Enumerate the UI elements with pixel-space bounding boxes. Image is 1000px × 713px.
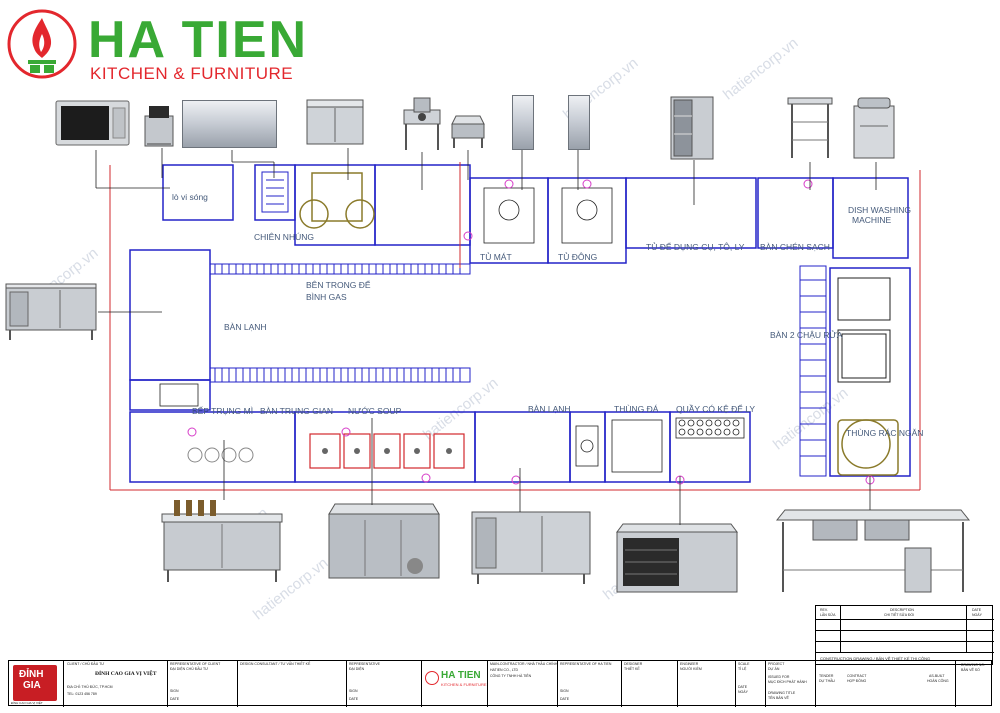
noodle-cooker-image [160,492,285,584]
client-name: ĐỈNH CAO GIA VỊ VIỆT [95,671,157,677]
soup-bain-marie-image [325,500,443,592]
upright-fridge-image [512,95,534,150]
rev-header: REV. [820,608,828,612]
cabinet-table-image [182,100,277,148]
contractor-vn: CÔNG TY TNHH HÀ TIÊN [490,674,532,678]
gas-stove-image [400,96,444,152]
issued-for-label: ISSUED FOR [768,675,790,679]
contract-vn: HỢP ĐỒNG [847,679,867,683]
date-header-vn: NGÀY [972,613,982,617]
rep-client-label: REPRESENTATIVE OF CLIENT [170,662,221,666]
contract-label: CONTRACT [847,674,867,678]
engineer-label: ENGINEER [680,662,699,666]
tender-vn: DỰ THẦU [819,679,835,683]
label-ice-bin: THÙNG ĐÁ [614,404,659,414]
as-built-label: AS-BUILT [929,674,945,678]
engineer-vn: NGƯỜI KIỂM [680,667,702,671]
rep-contractor-label: REPRESENTATIVE OF HA TIEN [560,662,612,666]
designer-vn: THIẾT KẾ [624,667,640,671]
drawing-no-vn: BẢN VẼ SỐ [961,668,980,672]
label-gas-storage-2: BÌNH GAS [306,292,347,302]
contractor-name: HATIEN CO., LTD [490,668,519,672]
rep-client-date: DATE [170,697,180,701]
label-utensil-cabinet: TỦ ĐỂ DỤNG CỤ, TÔ, LY [646,242,745,252]
contractor-logo-tagline: KITCHEN & FURNITURE [441,682,487,687]
label-freezer: TỦ ĐÔNG [558,252,598,262]
label-chiller: TỦ MÁT [480,252,512,262]
cabinet-doors-image [305,98,365,146]
label-double-sink: BÀN 2 CHẬU RỬA [770,330,843,340]
label-cold-table-left: BÀN LẠNH [224,322,267,332]
as-built-vn: HOÀN CÔNG [927,679,949,683]
construction-drawing-label: CONSTRUCTION DRAWING / BẢN VẼ THIẾT KẾ T… [820,656,931,661]
consultant-date: DATE [349,697,359,701]
label-pass-table: BÀN TRUNG GIAN [260,406,334,416]
description-header: DESCRIPTION [890,608,914,612]
consultant-rep-label: REPRESENTATIVE [349,662,380,666]
client-address: ĐỊA CHỈ: THỦ ĐỨC, TP.HCM [67,685,113,689]
fryer-image [143,104,175,148]
scale-label: SCALE [738,662,750,666]
client-logo-line-1: ĐỈNH [19,669,44,680]
rep-client-vn: ĐẠI DIỆN CHỦ ĐẦU TƯ [170,667,209,671]
label-glass-rack-counter: QUẦY CÓ KỆ ĐỂ LY [676,404,756,414]
double-sink-table-image [773,508,973,594]
drawing-title-label: DRAWING TITLE [768,691,796,695]
consultant-rep-vn: ĐẠI DIỆN [349,667,365,671]
consultant-sign: SIGN [349,689,358,693]
undercounter-chiller-image [4,282,98,344]
brand-tagline: KITCHEN & FURNITURE [90,64,294,83]
drawing-title-vn: TÊN BẢN VẼ [768,696,789,700]
rev-header-vn: LẦN SỬA [820,613,836,617]
rep-contractor-sign: SIGN [560,689,569,693]
drawing-no-label: DRAWING NO. [961,663,985,667]
brand-name: HA TIEN [88,11,309,69]
designer-label: DESIGNER [624,662,643,666]
label-noodle-cooker: BẾP TRỤNG MÌ [192,406,254,416]
title-block: ĐỈNH GIA ĐỈNH CAO GIA VỊ VIỆT CLIENT / C… [8,660,992,707]
label-dish-washing-2: MACHINE [852,215,892,225]
label-dish-washing-1: DISH WASHING [848,205,911,215]
client-logo-line-2: GIA [23,680,41,691]
block-date-vn: NGÀY [738,690,748,694]
client-label: CLIENT / CHỦ ĐẦU TƯ [67,662,105,666]
client-logo-sub: ĐỈNH CAO GIA VỊ VIỆT [11,701,43,705]
tender-label: TENDER [819,674,834,678]
rep-client-sign: SIGN [170,689,179,693]
issued-for-vn: MỤC ĐÍCH PHÁT HÀNH [768,680,807,684]
description-header-vn: CHI TIẾT SỬA ĐỔI [884,613,915,617]
scale-vn: TỈ LỆ [738,667,747,671]
label-gas-storage-1: BÊN TRONG ĐỂ [306,280,371,290]
undercounter-chiller-bottom-image [470,508,592,586]
clean-dish-rack-image [786,96,834,160]
glass-rack-counter-image [615,522,740,598]
contractor-logo-emblem [425,671,439,685]
microwave-image [55,100,130,146]
client-logo: ĐỈNH GIA [13,665,57,701]
block-date-label: DATE [738,685,748,689]
label-clean-dish-table: BÀN CHÉN SẠCH [760,242,830,252]
contractor-logo-name: HA TIEN [441,670,481,681]
dishwasher-image [852,96,896,160]
main-contractor-label: MAIN-CONTRACTOR / NHÀ THẦU CHÍNH [490,662,558,666]
project-vn: DỰ ÁN [768,667,780,671]
label-trash-bin: THÙNG RÁC NGĂN [846,428,924,438]
design-consultant-label: DESIGN CONSULTANT / TƯ VẤN THIẾT KẾ [240,662,311,666]
label-deep-fryer: CHIÊN NHÚNG [254,232,314,242]
utensil-cabinet-image [670,96,714,160]
revision-table: REV. LẦN SỬA DESCRIPTION CHI TIẾT SỬA ĐỔ… [815,605,994,665]
brand-logo-emblem [6,8,78,80]
label-soup: NƯỚC SOUP [348,406,402,416]
low-stove-image [448,114,488,150]
project-label: PROJECT [768,662,785,666]
label-cold-table-bottom: BÀN LẠNH [528,404,571,414]
client-tel: TEL: 0123 456 789 [67,692,97,696]
upright-freezer-image [568,95,590,150]
date-header: DATE [972,608,982,612]
rep-contractor-date: DATE [560,697,570,701]
label-microwave: lò vi sóng [172,192,208,202]
